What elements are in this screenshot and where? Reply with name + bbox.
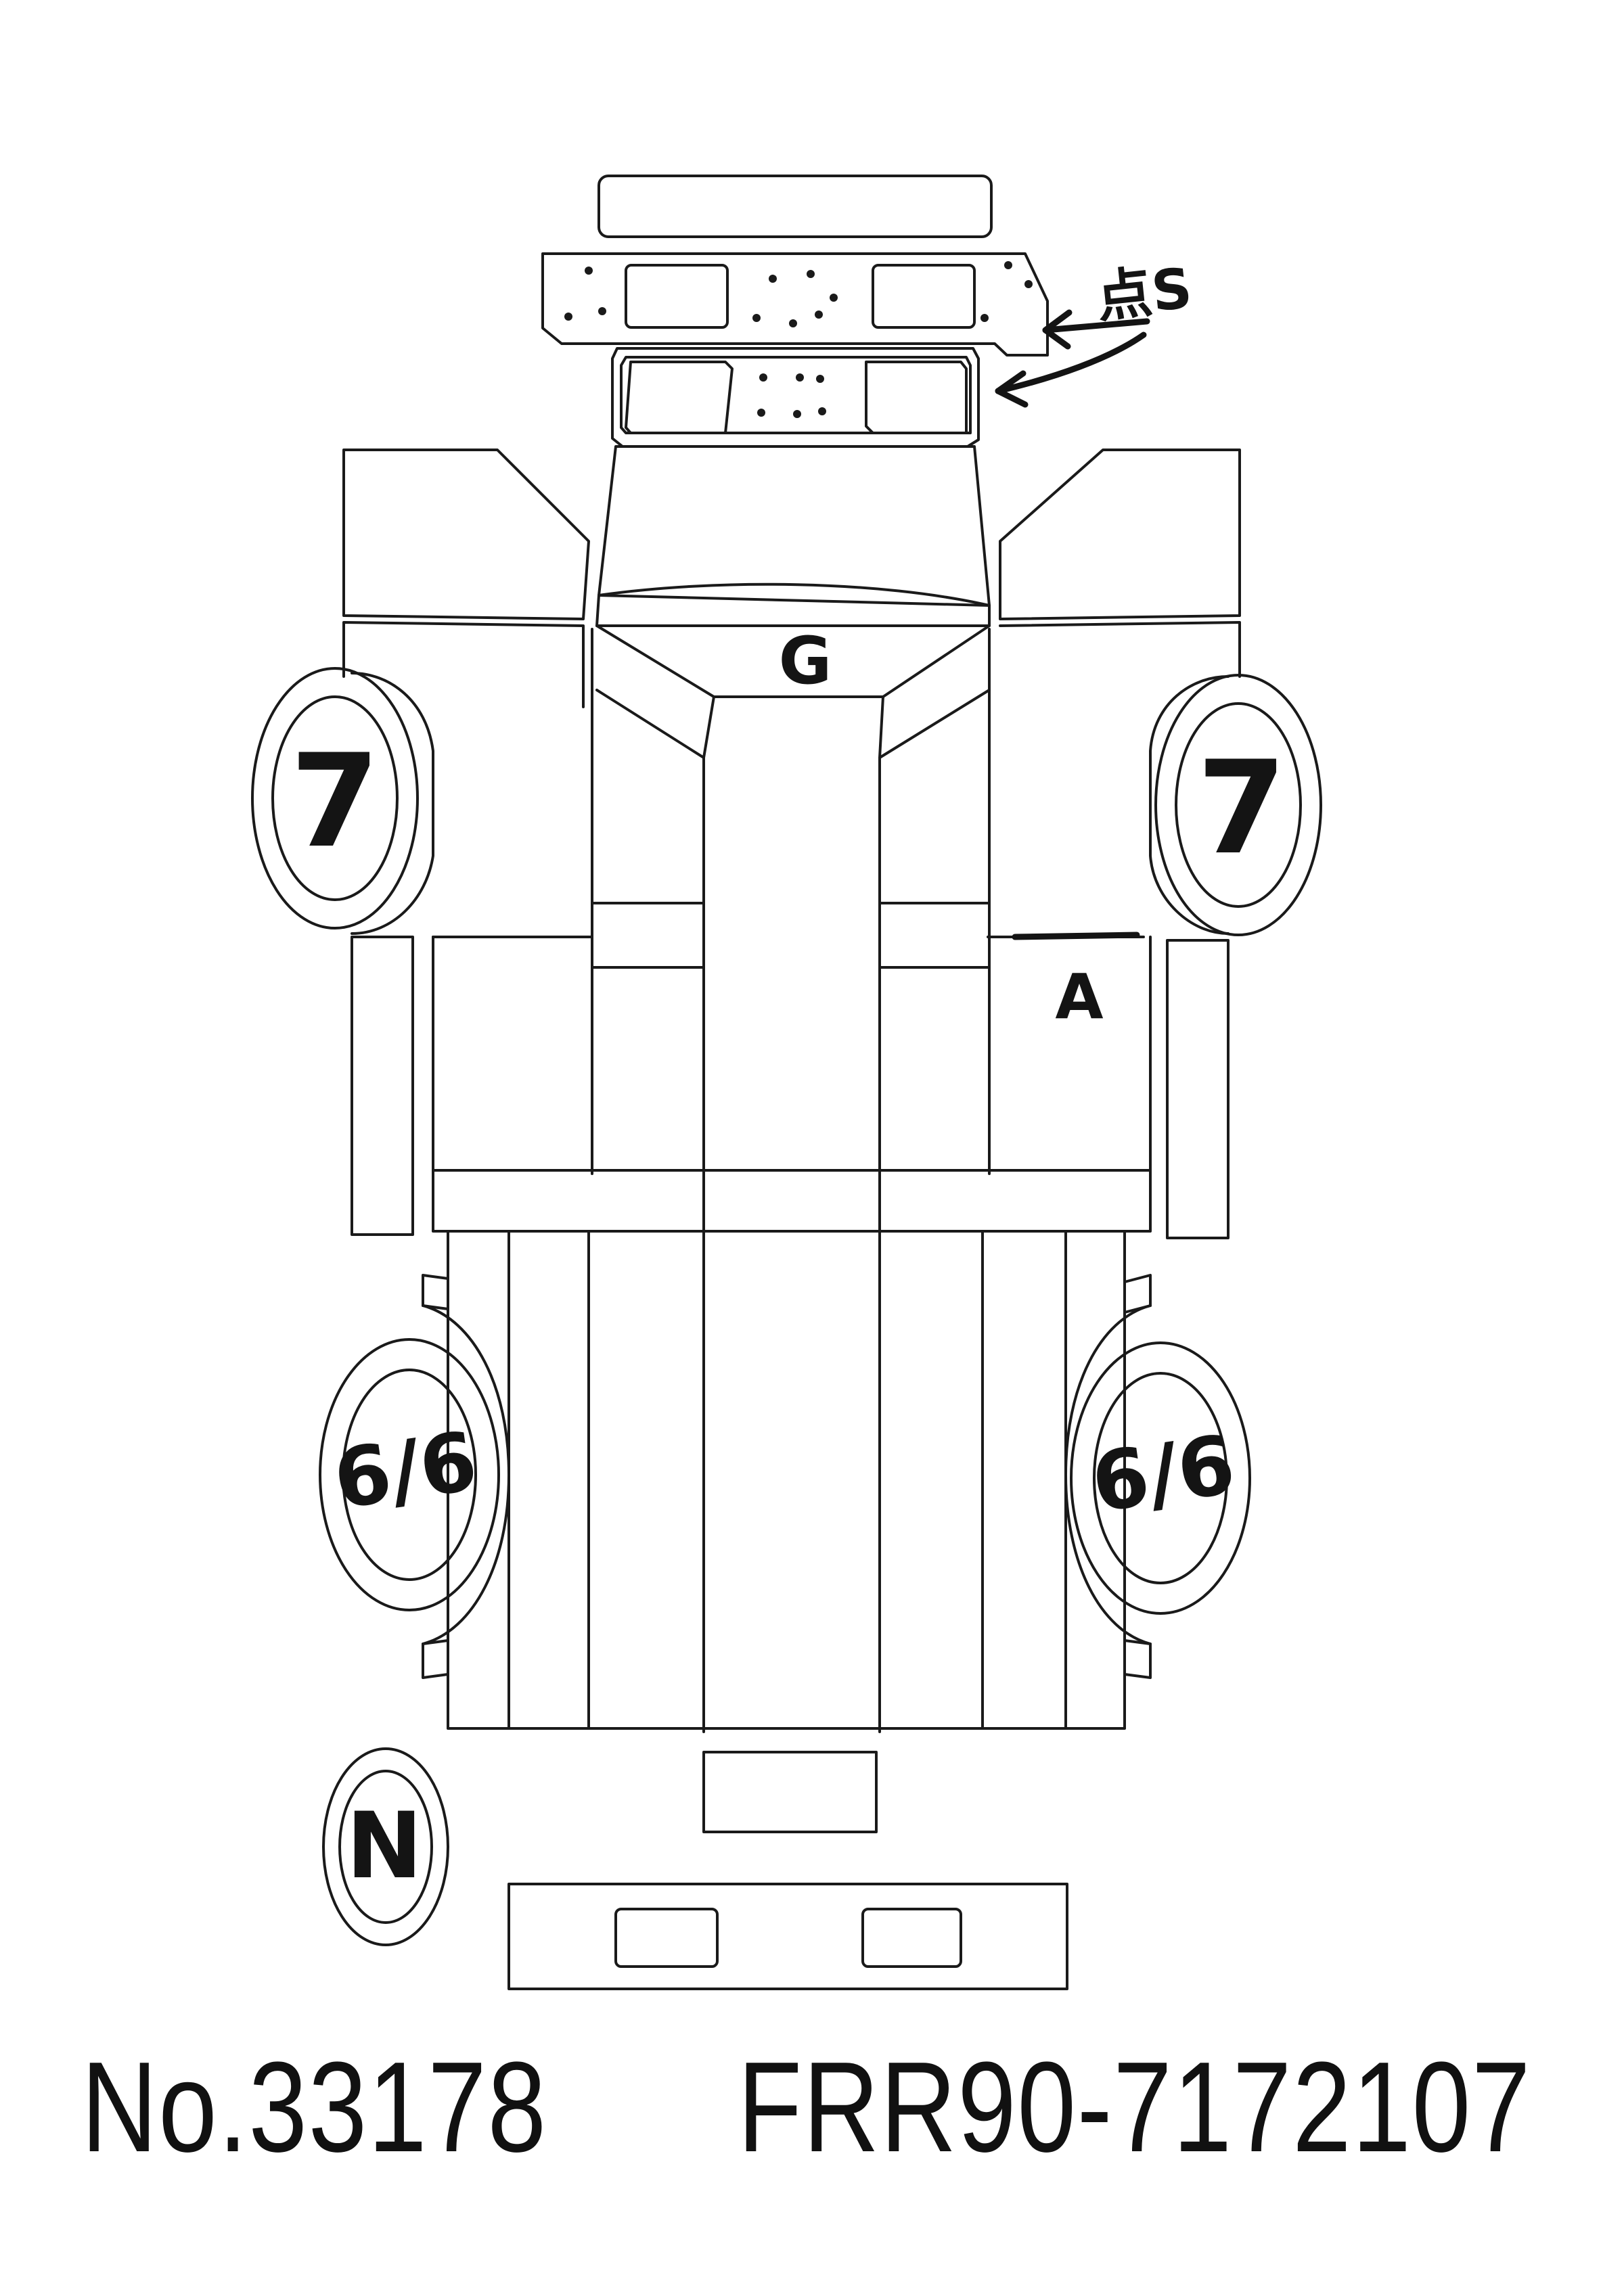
left-side-step	[351, 936, 414, 1236]
front-grille	[611, 347, 980, 448]
rear-left-tire	[319, 1304, 510, 1645]
front-bumper-top-bar	[597, 175, 993, 238]
front-bumper	[541, 252, 1049, 357]
spare-tire	[322, 1747, 449, 1946]
rear-left-tire-mark: 6/6	[328, 1415, 482, 1528]
cab-lower-panels	[432, 902, 1152, 1172]
left-door-panel	[342, 449, 593, 1175]
front-bumper-scratch-dots	[564, 261, 1033, 327]
rear-right-tire	[1064, 1304, 1251, 1645]
right-side-damage-line	[1012, 932, 1140, 940]
cargo-bed	[447, 1230, 1126, 1730]
cab-hood	[595, 445, 991, 627]
chassis-number: FRR90-7172107	[738, 2036, 1532, 2179]
roof-damage-mark: G	[779, 623, 832, 699]
stock-number: No.33178	[81, 2036, 547, 2179]
spare-tire-mark: N	[346, 1793, 423, 1899]
front-left-tire	[251, 667, 434, 935]
rear-mudguards	[422, 1274, 1152, 1679]
grille-scratch-dots	[757, 373, 826, 418]
right-side-step	[1166, 939, 1230, 1239]
cab-roof	[595, 624, 991, 1733]
front-left-tire-mark: 7	[290, 727, 380, 876]
front-right-tire	[1149, 674, 1322, 936]
rear-bumper	[508, 1883, 1068, 1990]
rear-hitch-plate	[702, 1751, 878, 1833]
cab-rear-crossbar	[432, 1169, 1152, 1233]
front-damage-note: 点S	[1093, 256, 1195, 330]
annotation-arrows	[995, 309, 1150, 408]
right-side-damage-mark: A	[1055, 961, 1103, 1033]
rear-right-tire-mark: 6/6	[1086, 1418, 1240, 1531]
front-right-tire-mark: 7	[1197, 733, 1286, 883]
